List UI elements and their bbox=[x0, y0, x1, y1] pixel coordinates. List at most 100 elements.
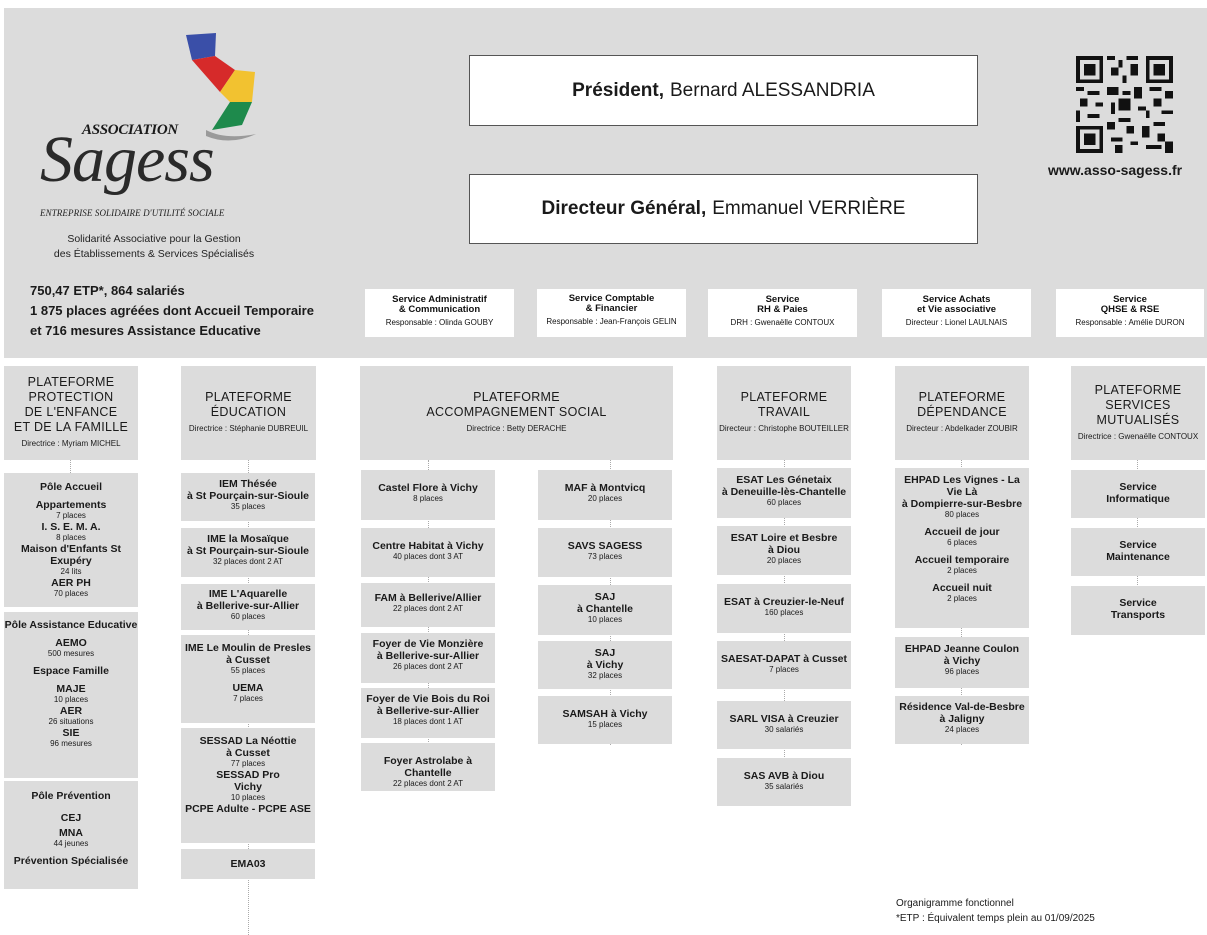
subtitle-line-2: des Établissements & Services Spécialisé… bbox=[53, 248, 255, 260]
unit-sessad-pro: SESSAD Pro bbox=[216, 769, 280, 781]
platform-mutualises-director: Directrice : Gwenaëlle CONTOUX bbox=[1077, 432, 1199, 441]
platform-education-l2: ÉDUCATION bbox=[210, 405, 287, 419]
unit-cej: CEJ bbox=[60, 812, 82, 824]
unit-espace-famille: Espace Famille bbox=[33, 665, 109, 677]
unit-service-transports: Service Transports bbox=[1071, 586, 1205, 635]
service-comptable-title-1: Service Comptable bbox=[568, 293, 655, 304]
footnote-etp: *ETP : Équivalent temps plein au 01/09/2… bbox=[896, 913, 1095, 924]
unit-name: ESAT à Creuzier-le-Neuf bbox=[724, 596, 844, 608]
unit-name: EMA03 bbox=[230, 858, 266, 870]
platform-protection: PLATEFORME PROTECTION DE L'ENFANCE ET DE… bbox=[4, 366, 138, 460]
platform-dependance-l1: PLATEFORME bbox=[918, 390, 1006, 404]
unit-capacity: 22 places dont 2 AT bbox=[392, 604, 464, 613]
platform-protection-l3: DE L'ENFANCE bbox=[24, 405, 118, 419]
dg-name: Emmanuel VERRIÈRE bbox=[712, 198, 906, 219]
platform-protection-l1: PLATEFORME bbox=[27, 375, 115, 389]
unit-accueil-temporaire: Accueil temporaire bbox=[914, 554, 1010, 566]
unit-accueil-jour: Accueil de jour bbox=[924, 526, 1000, 538]
service-rh: Service RH & Paies DRH : Gwenaëlle CONTO… bbox=[708, 289, 857, 337]
unit-capacity: 10 places bbox=[587, 615, 623, 624]
unit-name: SAS AVB à Diou bbox=[743, 770, 825, 782]
pole-assistance-title: Pôle Assistance Educative bbox=[4, 619, 138, 631]
platform-travail-l1: PLATEFORME bbox=[740, 390, 828, 404]
unit-maison-enfants-capacity: 24 lits bbox=[60, 567, 82, 576]
association-subtitle: Solidarité Associative pour la Gestion d… bbox=[36, 232, 272, 262]
pole-prevention-title: Pôle Prévention bbox=[31, 790, 111, 802]
logo-name: Sagess bbox=[40, 123, 215, 196]
stats-line-1: 750,47 ETP*, 864 salariés bbox=[30, 283, 185, 298]
unit-name: Centre Habitat à Vichy bbox=[372, 540, 484, 552]
connector-line bbox=[70, 460, 71, 473]
unit-location: à Dompierre-sur-Besbre bbox=[901, 498, 1023, 510]
footnote: Organigramme fonctionnel *ETP : Équivale… bbox=[896, 896, 1095, 926]
unit-capacity: 77 places bbox=[230, 759, 266, 768]
unit-capacity: 15 places bbox=[587, 720, 623, 729]
subtitle-line-1: Solidarité Associative pour la Gestion bbox=[67, 233, 241, 245]
unit-prevention-specialisee: Prévention Spécialisée bbox=[13, 855, 129, 867]
unit-name: SAVS SAGESS bbox=[567, 540, 643, 552]
unit-name: SAMSAH à Vichy bbox=[562, 708, 648, 720]
unit-name: Foyer de Vie Monzière bbox=[372, 638, 484, 650]
unit-aer-capacity: 26 situations bbox=[48, 717, 94, 726]
service-achats-resp: Directeur : Lionel LAULNAIS bbox=[905, 318, 1008, 327]
service-achats-title-2: et Vie associative bbox=[916, 304, 997, 315]
unit-name: EHPAD Jeanne Coulon bbox=[904, 643, 1020, 655]
pole-prevention: Pôle Prévention CEJ MNA 44 jeunes Préven… bbox=[4, 781, 138, 889]
unit-capacity: 96 places bbox=[944, 667, 980, 676]
president-name: Bernard ALESSANDRIA bbox=[670, 79, 875, 101]
website-link[interactable]: www.asso-sagess.fr bbox=[1048, 162, 1183, 178]
logo-ribbon-icon bbox=[186, 33, 256, 141]
unit-service-maintenance: Service Maintenance bbox=[1071, 528, 1205, 576]
president-box: Président, Bernard ALESSANDRIA bbox=[469, 55, 978, 126]
director-general-box: Directeur Général, Emmanuel VERRIÈRE bbox=[469, 174, 978, 244]
unit-capacity: 26 places dont 2 AT bbox=[392, 662, 464, 671]
unit-name: SARL VISA à Creuzier bbox=[729, 713, 839, 725]
platform-education-director: Directrice : Stéphanie DUBREUIL bbox=[188, 424, 309, 433]
service-admin-title-2: & Communication bbox=[398, 304, 481, 315]
unit-name: Foyer Astrolabe à Chantelle bbox=[383, 755, 473, 779]
president-role: Président, bbox=[572, 79, 664, 101]
unit-samsah-vichy: SAMSAH à Vichy 15 places bbox=[538, 696, 672, 744]
unit-aer-ph-capacity: 70 places bbox=[53, 589, 89, 598]
unit-name-2: Informatique bbox=[1106, 493, 1170, 505]
unit-sessad-pro-capacity: 10 places bbox=[230, 793, 266, 802]
unit-capacity: 8 places bbox=[413, 494, 443, 503]
unit-name: EHPAD Les Vignes - La Vie Là bbox=[904, 474, 1020, 498]
service-comptable-resp: Responsable : Jean-François GELIN bbox=[546, 317, 677, 326]
dg-role: Directeur Général, bbox=[541, 198, 707, 219]
unit-ema03: EMA03 bbox=[181, 849, 315, 879]
stats-line-3: et 716 mesures Assistance Educative bbox=[30, 323, 261, 338]
unit-savs-sagess: SAVS SAGESS 73 places bbox=[538, 528, 672, 577]
pole-accueil: Pôle Accueil Appartements 7 places I. S.… bbox=[4, 473, 138, 607]
unit-capacity: 30 salariés bbox=[764, 725, 804, 734]
unit-accueil-jour-capacity: 6 places bbox=[947, 538, 977, 547]
unit-name: Service bbox=[1119, 539, 1157, 551]
unit-capacity: 60 places bbox=[230, 612, 266, 621]
unit-saj-chantelle: SAJ à Chantelle 10 places bbox=[538, 585, 672, 635]
unit-centre-habitat: Centre Habitat à Vichy 40 places dont 3 … bbox=[361, 528, 495, 577]
unit-name: Castel Flore à Vichy bbox=[378, 482, 478, 494]
service-qhse-resp: Responsable : Amélie DURON bbox=[1075, 318, 1185, 327]
unit-name: IME L'Aquarelle bbox=[208, 588, 288, 600]
unit-name: Service bbox=[1119, 597, 1157, 609]
unit-maje: MAJE bbox=[56, 683, 86, 695]
unit-isema-capacity: 8 places bbox=[56, 533, 86, 542]
platform-education-l1: PLATEFORME bbox=[205, 390, 292, 404]
unit-isema: I. S. E. M. A. bbox=[41, 521, 101, 533]
unit-foyer-astrolabe: Foyer Astrolabe à Chantelle 22 places do… bbox=[361, 743, 495, 791]
unit-name-2: Maintenance bbox=[1106, 551, 1170, 563]
service-comptable-title-2: & Financier bbox=[585, 303, 638, 314]
unit-name: ESAT Loire et Besbre bbox=[730, 532, 838, 544]
unit-capacity: 22 places dont 2 AT bbox=[392, 779, 464, 788]
unit-capacity: 20 places bbox=[766, 556, 802, 565]
unit-maje-capacity: 10 places bbox=[53, 695, 89, 704]
unit-aer: AER bbox=[59, 705, 83, 717]
platform-dependance-l2: DÉPENDANCE bbox=[917, 405, 1007, 419]
unit-service-informatique: Service Informatique bbox=[1071, 470, 1205, 518]
unit-accueil-nuit-capacity: 2 places bbox=[947, 594, 977, 603]
unit-capacity: 32 places dont 2 AT bbox=[212, 557, 284, 566]
unit-residence-val-de-besbre: Résidence Val-de-Besbre à Jaligny 24 pla… bbox=[895, 696, 1029, 744]
unit-fam-bellerive: FAM à Bellerive/Allier 22 places dont 2 … bbox=[361, 583, 495, 627]
unit-location: à Bellerive-sur-Allier bbox=[376, 705, 480, 717]
unit-name: ESAT Les Génetaix bbox=[736, 474, 832, 486]
